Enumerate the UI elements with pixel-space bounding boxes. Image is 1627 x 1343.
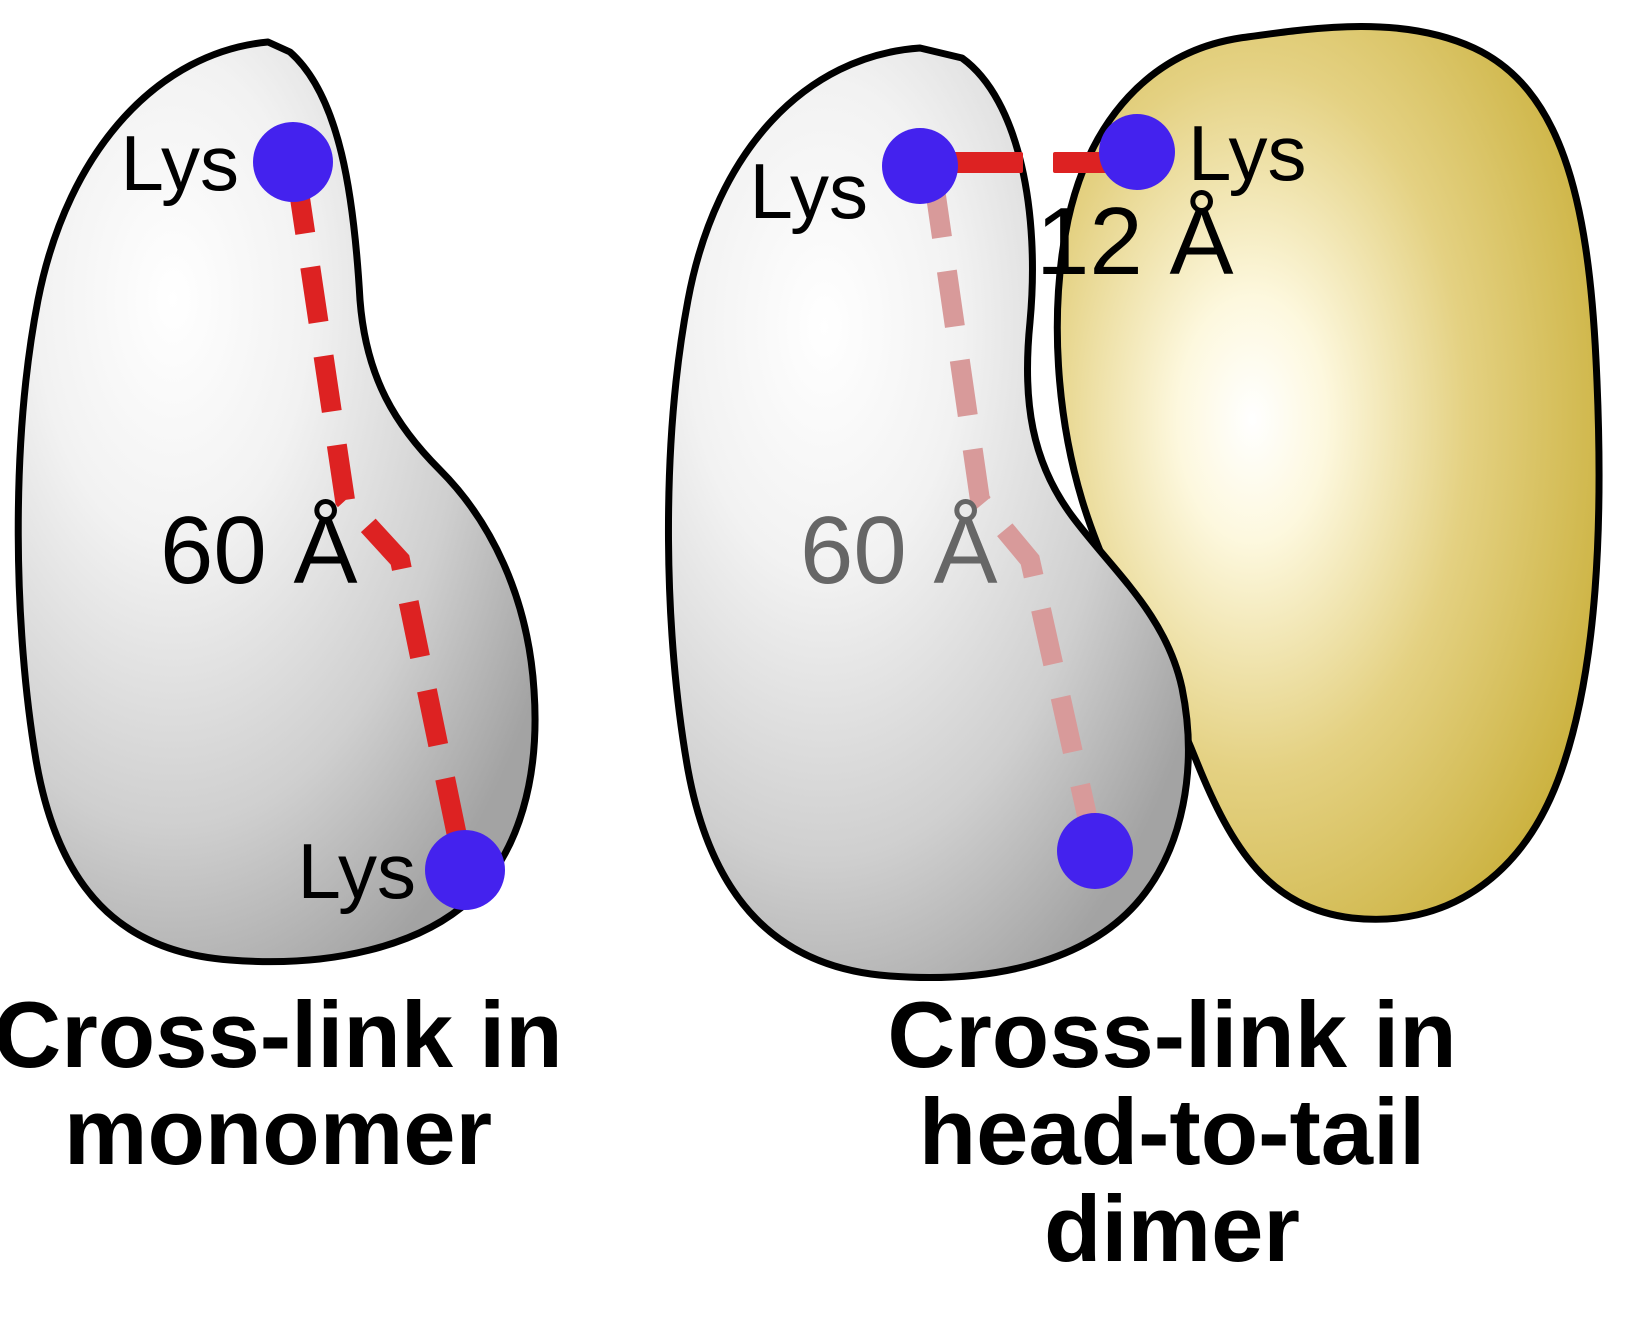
- panel-head-to-tail-dimer: Lys Lys 60 Å 12 Å Cross-link in head-to-…: [665, 23, 1603, 1281]
- lys-label-gray: Lys: [750, 147, 869, 235]
- protein-dimer-yellow-blob: [1053, 23, 1603, 923]
- crosslink-12A-segment-left: [951, 152, 1023, 173]
- distance-label-12A: 12 Å: [1036, 188, 1233, 295]
- crosslink-line-60A-dimer-faded: [924, 180, 1102, 841]
- caption-monomer-line2: monomer: [64, 1079, 492, 1184]
- lysine-residue-gray-top: [882, 128, 958, 204]
- lysine-residue-bottom: [425, 830, 505, 910]
- protein-dimer-gray-blob: [665, 44, 1192, 981]
- lysine-residue-gray-bottom: [1057, 813, 1133, 889]
- crosslink-line-12A: [951, 152, 1125, 173]
- crosslink-line-60A-monomer: [287, 176, 472, 863]
- lys-label-bottom: Lys: [298, 827, 417, 915]
- caption-dimer-line3: dimer: [1044, 1176, 1300, 1281]
- distance-label-60A-monomer: 60 Å: [160, 497, 357, 604]
- lys-label-yellow: Lys: [1188, 109, 1307, 197]
- distance-label-60A-dimer: 60 Å: [800, 497, 997, 604]
- caption-dimer-line1: Cross-link in: [887, 982, 1456, 1087]
- caption-dimer-line2: head-to-tail: [919, 1079, 1426, 1184]
- lys-label-top: Lys: [121, 119, 240, 207]
- lysine-residue-yellow-top: [1099, 114, 1175, 190]
- protein-monomer-gray-blob: [14, 38, 539, 966]
- lysine-residue-top: [253, 122, 333, 202]
- panel-monomer: Lys Lys 60 Å Cross-link in monomer: [0, 38, 563, 1184]
- caption-monomer-line1: Cross-link in: [0, 982, 563, 1087]
